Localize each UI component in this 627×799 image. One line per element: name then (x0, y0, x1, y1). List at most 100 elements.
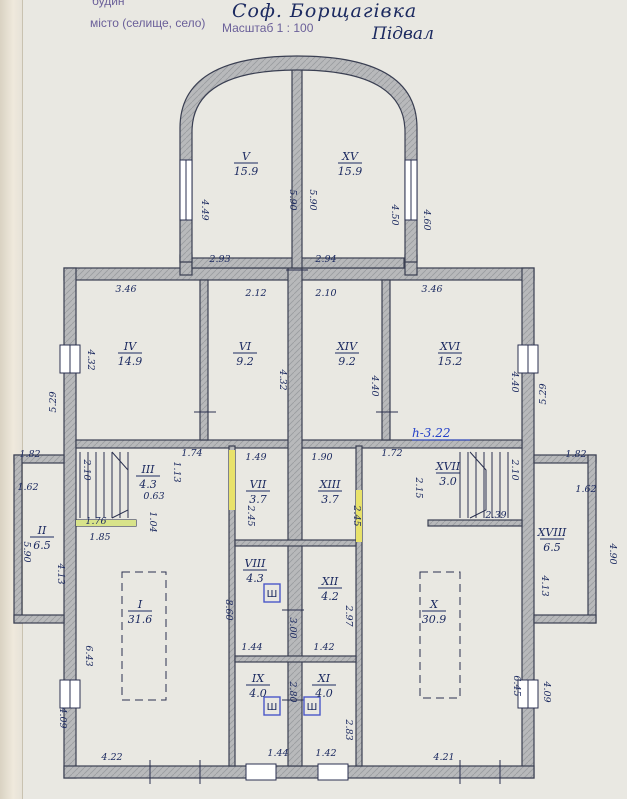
dimension-label: 2.15 (413, 476, 424, 498)
dimension-label: 1.04 (147, 511, 158, 532)
dimension-label: 2.45 (351, 504, 362, 526)
room-number: II (37, 524, 47, 537)
dimension-label: 1.85 (89, 532, 110, 543)
stair-rail (469, 451, 487, 519)
room-area: 14.9 (118, 355, 143, 368)
room-area: 4.2 (320, 590, 339, 603)
scale-label: Масштаб 1 : 100 (222, 21, 314, 35)
room-label: XI 4.0 (312, 672, 336, 700)
room-area: 15.2 (438, 355, 463, 368)
meter-label: Ш (267, 589, 278, 600)
highlight-strip (76, 520, 136, 526)
room-number: I (137, 598, 143, 611)
dimension-label: 4.50 (389, 203, 400, 225)
dimension-label: 5.29 (48, 391, 59, 412)
room-label: XIV 9.2 (335, 340, 359, 368)
wall-segment (427, 519, 523, 527)
arch-wall (179, 55, 418, 263)
room-number: III (140, 463, 155, 476)
room-number: XV (341, 150, 359, 163)
wall-segment (234, 655, 357, 663)
room-area: 6.5 (543, 541, 561, 554)
dimension-label: 4.60 (421, 208, 432, 230)
dimension-label: 8.60 (223, 599, 234, 620)
meter-box-icon (303, 696, 321, 716)
room-area: 3.0 (439, 475, 457, 488)
dimension-label: 2.10 (509, 458, 520, 480)
room-area: 15.9 (234, 165, 259, 178)
room-area: 30.9 (422, 613, 447, 626)
dimension-label: 1.44 (267, 748, 288, 759)
settlement-value: Соф. Борщагівка (232, 0, 418, 22)
meter-label: Ш (307, 702, 318, 713)
dimension-label: 1.72 (381, 448, 402, 459)
settlement-label: місто (селище, село) (90, 16, 206, 30)
room-number: XVII (435, 460, 461, 473)
dimension-label: 5.90 (21, 541, 32, 562)
room-area: 9.2 (236, 355, 254, 368)
wall-segment (13, 614, 65, 624)
room-area: 4.0 (248, 687, 267, 700)
room-area: 4.0 (314, 687, 333, 700)
dimension-label: 1.13 (171, 461, 182, 482)
wall-segment (228, 445, 236, 767)
dimension-label: 5.90 (287, 189, 298, 210)
pit-outline (419, 571, 461, 699)
dimension-label: 4.40 (369, 374, 380, 396)
room-number: XVIII (537, 526, 567, 539)
dimension-label: 1.82 (565, 449, 586, 460)
room-label: XII 4.2 (318, 575, 342, 603)
dimension-label: 2.83 (343, 718, 354, 740)
dimension-label: 4.32 (85, 348, 96, 370)
wall-segment (587, 454, 597, 624)
room-label: VI9.2 (233, 340, 257, 368)
dimension-label: 4.40 (509, 370, 520, 392)
room-area: 31.6 (128, 613, 153, 626)
dimension-label: 3.46 (115, 284, 136, 295)
room-area: 6.5 (33, 539, 51, 552)
room-label: XVI 15.2 (438, 340, 463, 368)
room-number: VII (250, 478, 267, 491)
dimension-label: 1.74 (181, 448, 202, 459)
dimension-label: 2.45 (245, 504, 256, 526)
dimension-label: 4.09 (541, 680, 552, 702)
room-number: XVI (439, 340, 461, 353)
dimension-label: 0.63 (143, 491, 164, 502)
dimension-label: 2.10 (314, 288, 336, 299)
wall-segment (199, 279, 209, 441)
dimension-label: 4.13 (539, 574, 550, 596)
dimension-label: 1.82 (19, 449, 40, 460)
room-label: II 6.5 (30, 524, 54, 552)
dimension-label: 6.45 (511, 675, 522, 696)
room-area: 4.3 (245, 572, 264, 585)
dimension-label: 1.49 (245, 452, 266, 463)
dimension-label: 6.43 (83, 645, 94, 666)
dimension-label: 5.90 (307, 189, 318, 210)
room-number: IX (251, 672, 265, 685)
room-area: 3.7 (249, 493, 267, 506)
room-number: XIV (336, 340, 358, 353)
room-label: X30.9 (422, 598, 447, 626)
room-number: XI (317, 672, 331, 685)
dimension-label: 4.90 (607, 542, 618, 564)
walls-group (13, 55, 597, 779)
dimension-label: 2.12 (244, 288, 266, 299)
room-label: XVIII 6.5 (537, 526, 567, 554)
pit-outline (121, 571, 167, 701)
highlight-strip (229, 450, 235, 510)
window (245, 763, 277, 781)
room-area: 9.2 (338, 355, 356, 368)
dimension-label: 2.93 (208, 254, 230, 265)
dimension-label: 4.21 (432, 752, 454, 763)
room-area: 15.9 (338, 165, 363, 178)
room-number: XII (321, 575, 339, 588)
dimension-label: 2.94 (314, 254, 336, 265)
dimension-label: 4.22 (100, 752, 122, 763)
window (317, 763, 349, 781)
